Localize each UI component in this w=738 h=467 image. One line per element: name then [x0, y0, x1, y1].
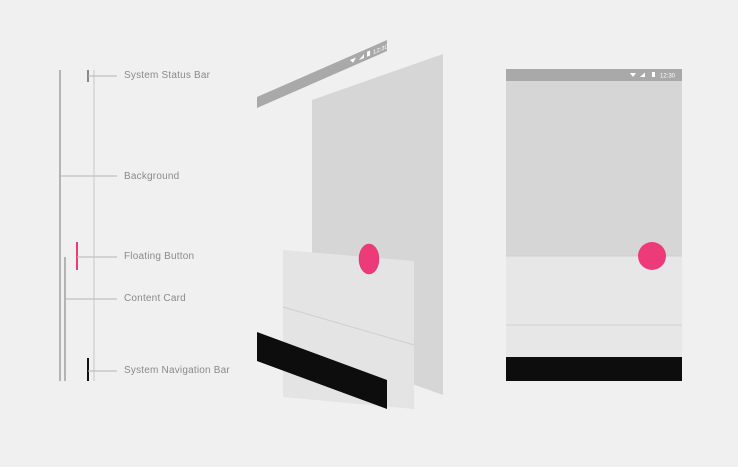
wifi-icon	[630, 73, 636, 77]
exploded-battery-icon	[367, 50, 370, 57]
exploded-card-divider	[282, 306, 415, 346]
legend-brackets	[59, 70, 117, 381]
label-floating-button: Floating Button	[124, 251, 195, 262]
label-background: Background	[124, 171, 180, 182]
phone-status-time: 12:30	[660, 74, 676, 80]
battery-icon	[652, 72, 655, 77]
phone-floating-button[interactable]	[638, 242, 666, 270]
exploded-view: 12:30	[257, 40, 443, 409]
label-content-card: Content Card	[124, 293, 186, 304]
label-system-status-bar: System Status Bar	[124, 70, 211, 81]
phone-background-layer	[506, 69, 682, 256]
phone-content-card	[506, 256, 682, 357]
phone-status-bar	[506, 69, 682, 81]
exploded-status-bar	[257, 40, 387, 108]
exploded-navigation-bar	[257, 332, 387, 409]
exploded-floating-button	[358, 243, 380, 275]
flat-phone: 12:30	[506, 69, 682, 381]
exploded-wifi-icon	[350, 57, 356, 63]
signal-icon	[640, 72, 645, 77]
phone-navigation-bar	[506, 357, 682, 381]
label-system-navigation-bar: System Navigation Bar	[124, 365, 230, 376]
